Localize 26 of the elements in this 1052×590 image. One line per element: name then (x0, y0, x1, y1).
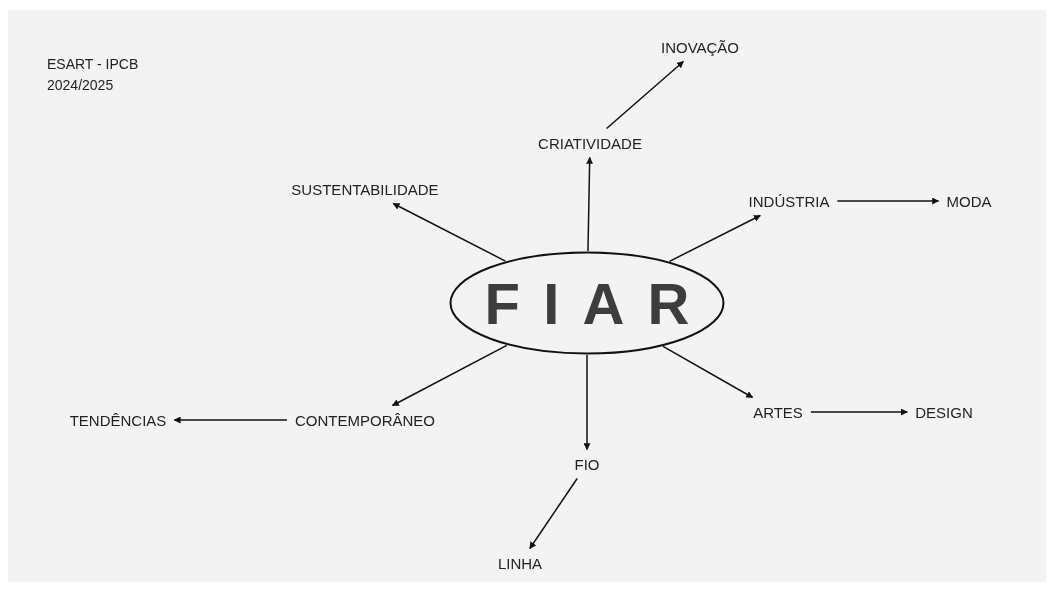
arrow (605, 60, 685, 130)
concept-label: MODA (938, 186, 1000, 216)
concept-label: FIO (566, 449, 608, 479)
note-text: 2024/2025 (47, 77, 114, 93)
arrow (173, 416, 288, 424)
concept-label: LINHA (489, 548, 551, 578)
concept-label: CONTEMPORÂNEO (287, 405, 443, 435)
arrow (391, 344, 508, 407)
concept-label: TENDÊNCIAS (61, 405, 175, 435)
concept-label: ARTES (745, 397, 811, 427)
ellipse-node (449, 251, 725, 355)
concept-label: CRIATIVIDADE (530, 128, 650, 158)
arrow (392, 202, 507, 262)
title-text: FIAR (484, 269, 713, 337)
arrow (668, 214, 762, 263)
arrow (583, 354, 591, 451)
arrow (529, 477, 578, 550)
arrow (836, 197, 940, 205)
arrow (662, 345, 754, 399)
concept-label: SUSTENTABILIDADE (283, 174, 447, 204)
note-text: ESART - IPCB (47, 56, 139, 72)
arrow (810, 408, 908, 416)
concept-label: DESIGN (907, 397, 981, 427)
concept-label: INOVAÇÃO (652, 32, 748, 62)
concept-label: INDÚSTRIA (740, 186, 838, 216)
arrow (586, 156, 594, 252)
